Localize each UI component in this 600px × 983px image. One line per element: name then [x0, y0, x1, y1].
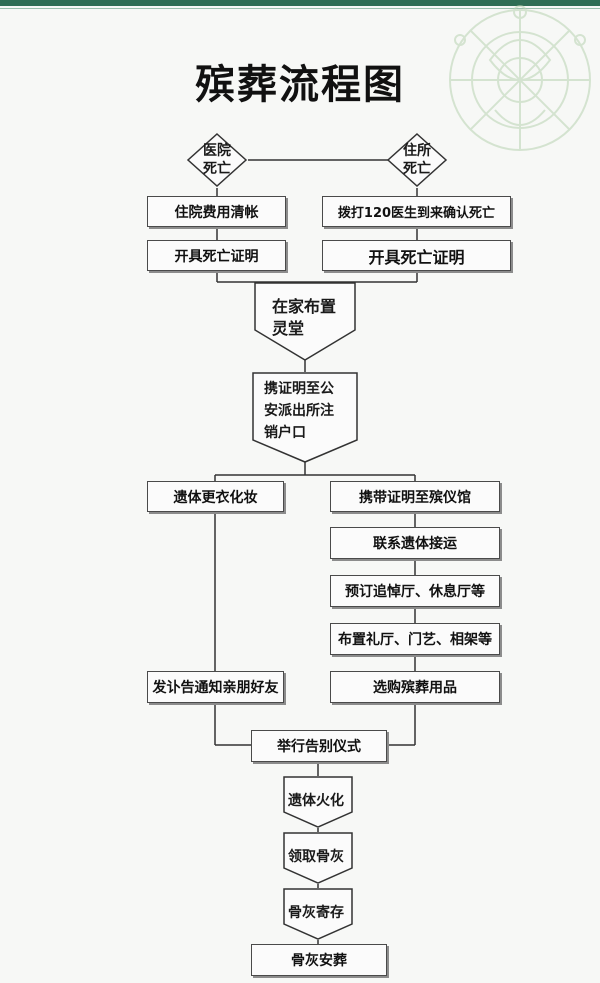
- top-border-bar: [0, 0, 600, 6]
- death-certificate-left-box: 开具死亡证明: [147, 240, 286, 271]
- death-certificate-right-box: 开具死亡证明: [322, 240, 511, 271]
- hospital-death-node: 医院 死亡: [186, 132, 248, 188]
- hexagon-shape-icon: [283, 832, 353, 884]
- hospital-death-label: 医院 死亡: [203, 143, 231, 177]
- collect-ashes-node: 领取骨灰: [283, 832, 353, 884]
- diamond-shape-icon: [186, 132, 248, 188]
- farewell-ceremony-box: 举行告别仪式: [251, 730, 387, 762]
- cancel-hukou-node: 携证明至公 安派出所注 销户口: [252, 372, 358, 464]
- to-funeral-home-box: 携带证明至殡仪馆: [330, 481, 500, 512]
- pentagon-shape-icon: [252, 372, 358, 463]
- page-title: 殡葬流程图: [195, 62, 405, 108]
- hexagon-shape-icon: [283, 888, 353, 940]
- buy-supplies-box: 选购殡葬用品: [330, 671, 500, 703]
- notify-family-box: 发讣告通知亲朋好友: [147, 671, 284, 703]
- home-death-node: 住所 死亡: [386, 132, 448, 188]
- mourning-hall-node: 在家布置 灵堂: [254, 282, 356, 362]
- decorative-pattern-icon: [449, 5, 591, 151]
- pentagon-shape-icon: [254, 282, 356, 361]
- hexagon-shape-icon: [283, 776, 353, 828]
- mourning-hall-label: 在家布置 灵堂: [272, 297, 337, 338]
- diamond-shape-icon: [386, 132, 448, 188]
- store-ashes-label: 骨灰寄存: [288, 905, 344, 921]
- cancel-hukou-label: 携证明至公 安派出所注 销户口: [264, 381, 334, 441]
- cremation-label: 遗体火化: [288, 793, 344, 809]
- collect-ashes-label: 领取骨灰: [288, 849, 344, 865]
- call-120-box: 拨打120医生到来确认死亡: [322, 196, 511, 227]
- home-death-label: 住所 死亡: [403, 143, 431, 177]
- top-border-line: [0, 8, 600, 9]
- bury-ashes-box: 骨灰安葬: [251, 944, 387, 976]
- arrange-hall-box: 布置礼厅、门艺、相架等: [330, 623, 500, 655]
- cremation-node: 遗体火化: [283, 776, 353, 828]
- transport-body-box: 联系遗体接运: [330, 527, 500, 559]
- dress-body-box: 遗体更衣化妆: [147, 481, 284, 512]
- book-halls-box: 预订追悼厅、休息厅等: [330, 575, 500, 607]
- store-ashes-node: 骨灰寄存: [283, 888, 353, 940]
- settle-bill-box: 住院费用清帐: [147, 196, 286, 227]
